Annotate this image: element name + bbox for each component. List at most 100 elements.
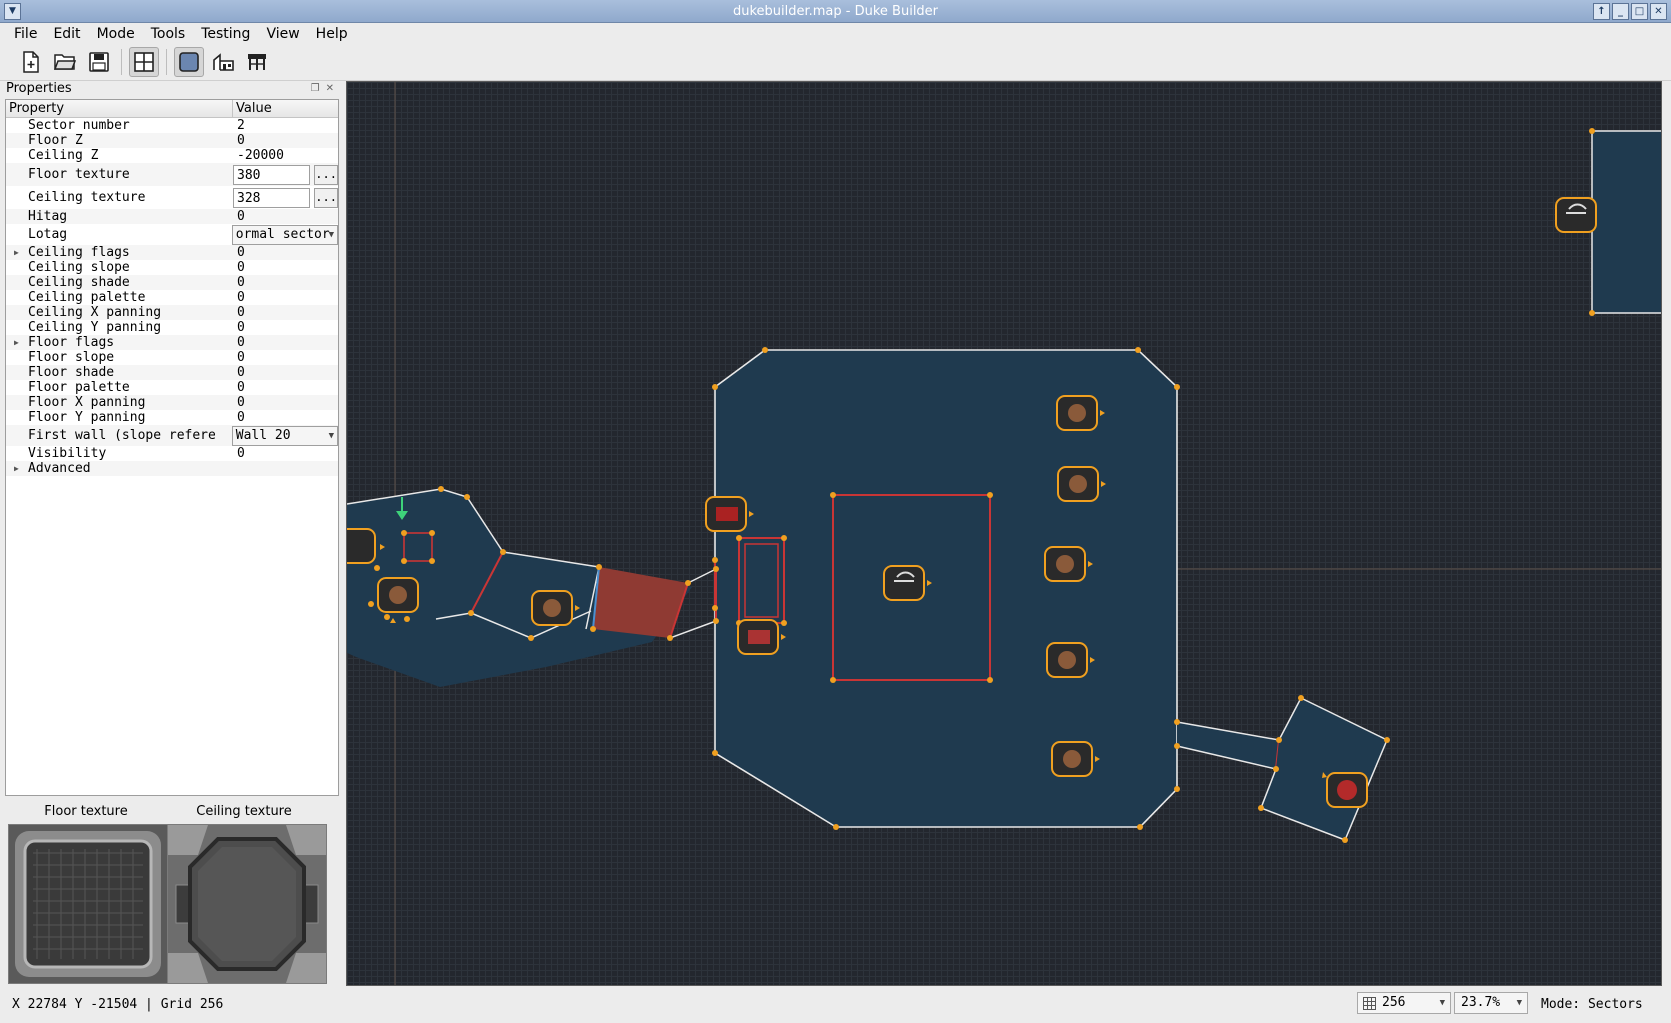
- menu-edit[interactable]: Edit: [53, 25, 81, 42]
- property-row[interactable]: Visibility 0: [6, 446, 338, 461]
- window-titlebar[interactable]: ▼ dukebuilder.map - Duke Builder ↑ _ □ ✕: [0, 0, 1671, 23]
- property-value[interactable]: 0: [237, 275, 245, 290]
- property-value[interactable]: 2: [237, 118, 245, 133]
- close-icon[interactable]: ✕: [1650, 3, 1667, 20]
- property-name: Hitag: [28, 209, 68, 224]
- property-name: Visibility: [28, 446, 107, 461]
- menu-help[interactable]: Help: [315, 25, 348, 42]
- property-name: Ceiling X panning: [28, 305, 162, 320]
- property-value[interactable]: 0: [237, 305, 245, 320]
- toggle-grid-button[interactable]: [129, 47, 159, 77]
- property-row[interactable]: Ceiling Y panning 0: [6, 320, 338, 335]
- floor-texture-preview[interactable]: [8, 824, 168, 984]
- property-value-select[interactable]: Wall 20 ▼: [231, 425, 338, 446]
- open-file-button[interactable]: [50, 47, 80, 77]
- property-name: Floor Y panning: [28, 410, 146, 425]
- property-value: Wall 20: [235, 427, 291, 443]
- property-value[interactable]: 0: [237, 335, 245, 350]
- property-name: Ceiling Y panning: [28, 320, 162, 335]
- map-canvas[interactable]: [347, 82, 1662, 986]
- chevron-down-icon: ▼: [328, 430, 334, 441]
- property-value-input[interactable]: 380: [233, 164, 311, 185]
- expand-arrow-icon[interactable]: ▶: [14, 248, 19, 257]
- floor-texture-image: [9, 825, 167, 983]
- menu-mode[interactable]: Mode: [96, 25, 135, 42]
- expand-arrow-icon[interactable]: ▶: [14, 464, 19, 473]
- property-value-select[interactable]: ormal sector▼: [231, 224, 338, 245]
- property-value[interactable]: 0: [237, 410, 245, 425]
- close-panel-icon[interactable]: ✕: [325, 83, 334, 94]
- wall-mode-button[interactable]: [208, 47, 238, 77]
- property-value[interactable]: 0: [237, 380, 245, 395]
- value-column-header[interactable]: Value: [236, 101, 272, 116]
- sector-left-corridor: [347, 489, 692, 687]
- chevron-down-icon: ▼: [1516, 998, 1522, 1008]
- property-value[interactable]: 0: [237, 260, 245, 275]
- sector-inner-box: [832, 494, 991, 681]
- property-value[interactable]: 0: [237, 133, 245, 148]
- new-file-button[interactable]: [16, 47, 46, 77]
- property-value-input[interactable]: 328: [233, 187, 311, 208]
- property-row[interactable]: Floor palette 0: [6, 380, 338, 395]
- edit-mode-indicator: Mode: Sectors: [1541, 997, 1643, 1012]
- property-row[interactable]: Floor Y panning 0: [6, 410, 338, 425]
- save-file-button[interactable]: [84, 47, 114, 77]
- property-row[interactable]: Ceiling X panning 0: [6, 305, 338, 320]
- property-row[interactable]: First wall (slope reference)Wall 20▼: [6, 425, 338, 446]
- ceiling-texture-image: [168, 825, 326, 983]
- maximize-icon[interactable]: □: [1631, 3, 1648, 20]
- property-name: Floor texture: [28, 167, 130, 182]
- property-name: Floor palette: [28, 380, 130, 395]
- property-row[interactable]: ▶Advanced: [6, 461, 338, 476]
- sprite-mode-button[interactable]: [242, 47, 272, 77]
- property-value[interactable]: 0: [237, 320, 245, 335]
- property-value[interactable]: -20000: [237, 148, 284, 163]
- menu-tools[interactable]: Tools: [150, 25, 186, 42]
- menu-testing[interactable]: Testing: [201, 25, 251, 42]
- float-panel-icon[interactable]: ❐: [310, 83, 320, 94]
- property-value[interactable]: 0: [237, 209, 245, 224]
- property-column-header[interactable]: Property: [6, 100, 233, 117]
- menu-file[interactable]: File: [14, 25, 38, 42]
- minimize-icon[interactable]: _: [1612, 3, 1629, 20]
- browse-texture-button[interactable]: ...: [314, 187, 338, 208]
- property-row[interactable]: Ceiling Z-20000: [6, 148, 338, 163]
- browse-texture-button[interactable]: ...: [314, 164, 338, 185]
- property-value: ormal sector: [235, 226, 330, 242]
- sector-top-right: [1592, 131, 1661, 313]
- property-value[interactable]: 0: [237, 245, 245, 260]
- map-viewport[interactable]: [346, 81, 1662, 986]
- property-value[interactable]: 0: [237, 350, 245, 365]
- keep-above-icon[interactable]: ↑: [1593, 3, 1610, 20]
- sprite-mode-icon: [248, 54, 266, 70]
- status-bar: X 22784 Y -21504 | Grid 256 256 ▼ 23.7% …: [0, 988, 1671, 1023]
- property-value[interactable]: 0: [237, 395, 245, 410]
- sprite-enemies: [347, 197, 1597, 808]
- expand-arrow-icon[interactable]: ▶: [14, 338, 19, 347]
- menu-view[interactable]: View: [266, 25, 300, 42]
- property-row[interactable]: Hitag 0: [6, 209, 338, 224]
- sector-mode-button[interactable]: [174, 47, 204, 77]
- cursor-coordinates: X 22784 Y -21504 | Grid 256: [12, 997, 224, 1012]
- ceiling-texture-preview[interactable]: [167, 824, 327, 984]
- system-menu-icon[interactable]: ▼: [4, 3, 21, 20]
- grid-size-select[interactable]: 256 ▼: [1357, 992, 1451, 1014]
- property-value[interactable]: 0: [237, 290, 245, 305]
- properties-header: Property Value: [6, 100, 338, 118]
- property-value[interactable]: 0: [237, 446, 245, 461]
- property-row[interactable]: Floor texture 380...: [6, 163, 338, 186]
- property-value[interactable]: 0: [237, 365, 245, 380]
- zoom-select[interactable]: 23.7% ▼: [1454, 992, 1528, 1014]
